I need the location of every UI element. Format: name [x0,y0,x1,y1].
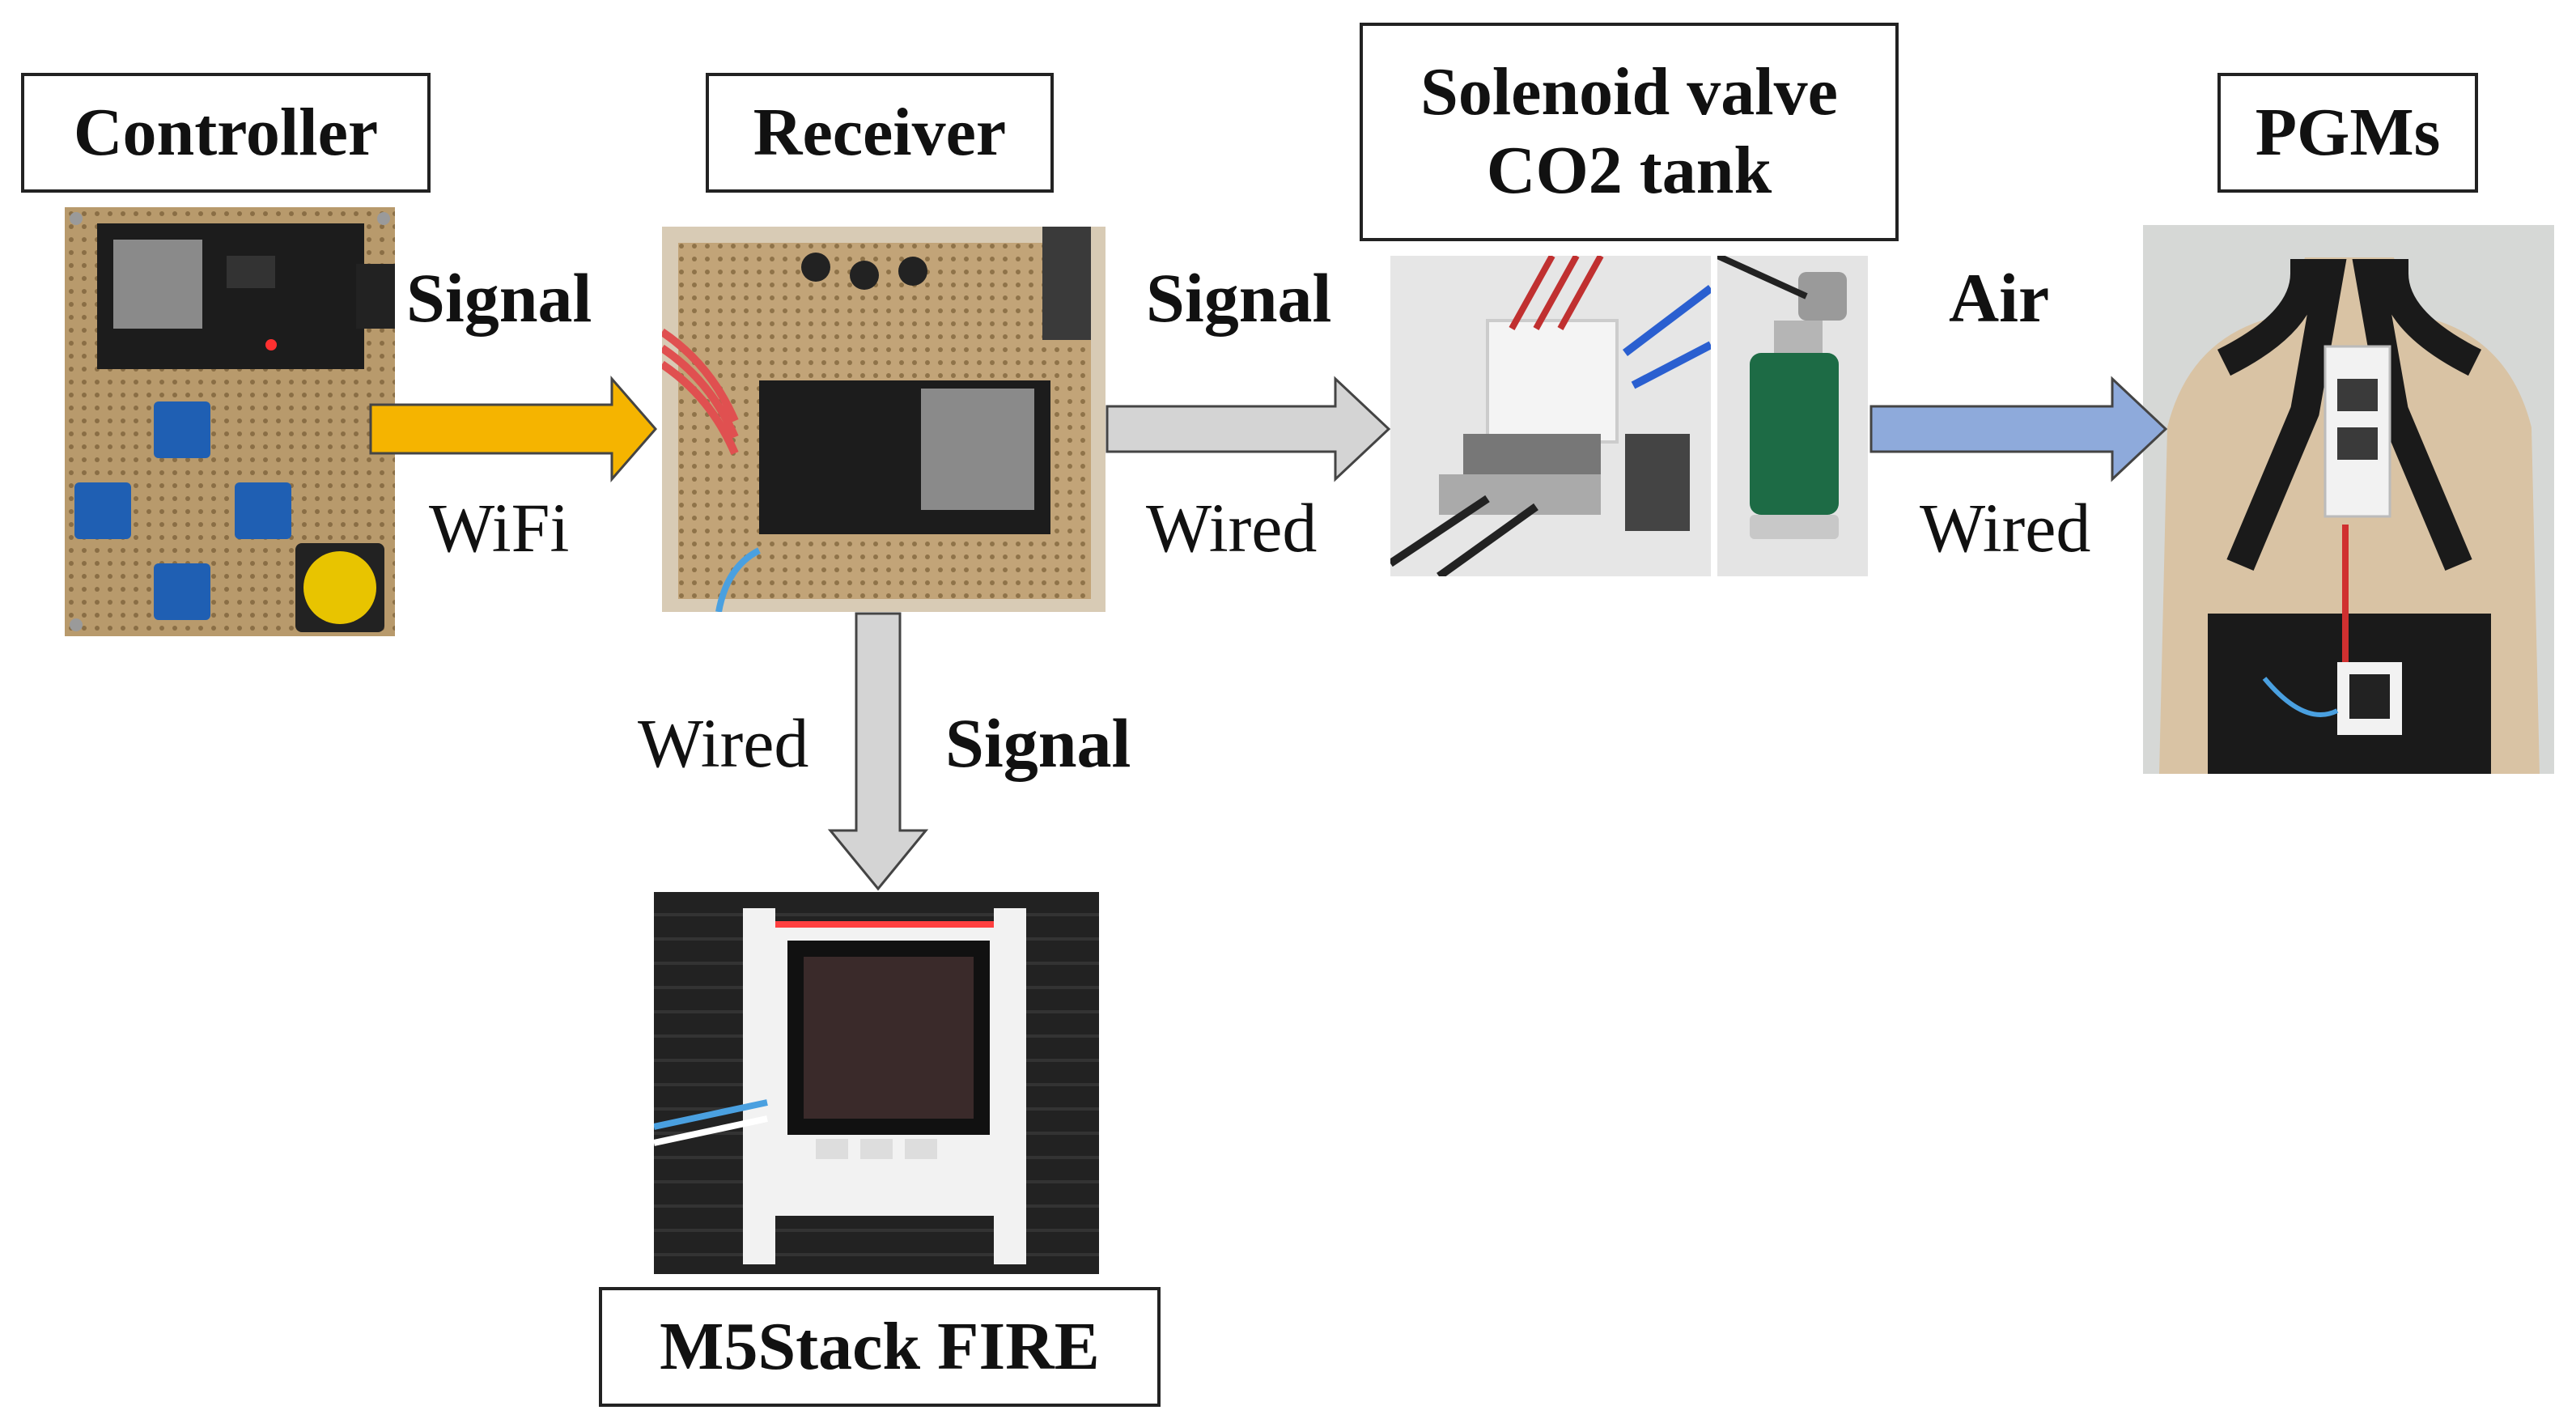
pgms-photo [2143,225,2554,774]
edge-solenoid-pgms-top: Air [1949,259,2050,337]
solenoid-label-line1: Solenoid valve [1420,54,1838,130]
solenoid-valve-drawing [1390,256,1711,576]
m5stack-label-box: M5Stack FIRE [599,1287,1161,1407]
receiver-photo [662,227,1106,612]
edge-receiver-solenoid-top: Signal [1146,259,1332,337]
edge-receiver-solenoid-bottom: Wired [1146,489,1318,567]
m5stack-photo [654,892,1099,1274]
pgms-label: PGMs [2255,94,2441,170]
solenoid-label-line2: CO2 tank [1486,133,1772,208]
arrow-solenoid-to-pgms [1869,376,2168,482]
edge-controller-receiver-top: Signal [406,259,592,337]
co2-tank-drawing [1717,256,1868,576]
controller-photo [65,207,395,636]
controller-label: Controller [73,94,379,170]
pgms-mannequin-drawing [2143,225,2554,774]
co2-tank-photo [1717,256,1868,576]
arrow-receiver-to-m5stack [827,612,929,891]
edge-solenoid-pgms-bottom: Wired [1920,489,2091,567]
controller-label-box: Controller [21,73,431,193]
m5stack-drawing [654,892,1099,1274]
solenoid-valve-photo [1390,256,1711,576]
receiver-label: Receiver [753,94,1007,170]
edge-receiver-m5stack-right: Signal [945,704,1131,782]
solenoid-label-box: Solenoid valve CO2 tank [1360,23,1899,241]
receiver-label-box: Receiver [706,73,1054,193]
controller-pcb-drawing [65,207,395,636]
arrow-receiver-to-solenoid [1106,376,1391,482]
m5stack-label: M5Stack FIRE [660,1308,1100,1384]
arrow-controller-to-receiver [369,375,657,483]
pgms-label-box: PGMs [2217,73,2478,193]
edge-controller-receiver-bottom: WiFi [429,489,570,567]
edge-receiver-m5stack-left: Wired [638,704,809,782]
receiver-pcb-drawing [662,227,1106,612]
